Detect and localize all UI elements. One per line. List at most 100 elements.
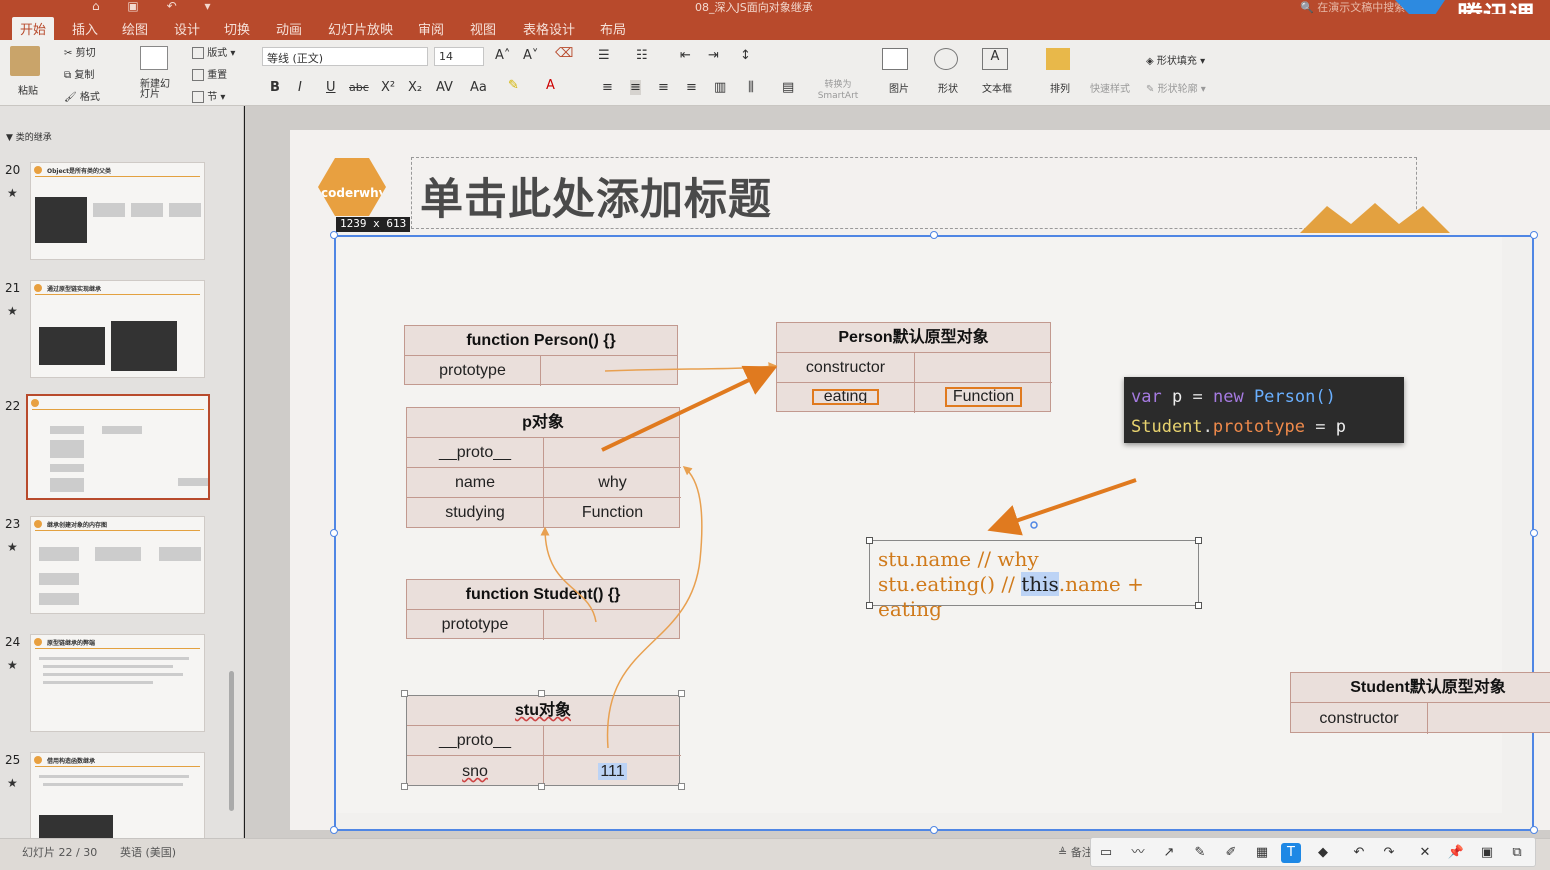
slide-thumbnail-selected[interactable] xyxy=(26,394,210,500)
textbox-icon[interactable]: A xyxy=(982,48,1008,70)
copy-icon[interactable]: ⧉ xyxy=(1512,845,1522,860)
resize-handle[interactable] xyxy=(538,783,545,790)
thumbnail-scrollbar[interactable] xyxy=(229,671,234,811)
resize-handle[interactable] xyxy=(1195,602,1202,609)
char-spacing-icon[interactable]: AV xyxy=(436,80,453,95)
highlighter-tool-icon[interactable]: ✐ xyxy=(1225,845,1237,860)
tab-layout[interactable]: 布局 xyxy=(600,23,627,38)
change-case-icon[interactable]: Aa xyxy=(470,80,487,95)
slide-thumbnail[interactable]: 借用构造函数继承 xyxy=(30,752,205,843)
resize-handle[interactable] xyxy=(1530,231,1538,239)
paste-icon[interactable] xyxy=(10,46,40,76)
redo-icon[interactable]: ↷ xyxy=(1383,845,1395,860)
arrange-icon[interactable] xyxy=(1046,48,1070,70)
arrow-tool-icon[interactable]: ↗ xyxy=(1163,845,1175,860)
quick-styles-button[interactable]: 快速样式 xyxy=(1090,84,1130,95)
highlight-icon[interactable]: ✎ xyxy=(508,78,519,93)
text-direction-icon[interactable]: ⫼ xyxy=(748,80,754,95)
save-icon[interactable]: ▣ xyxy=(1480,845,1494,860)
tab-animations[interactable]: 动画 xyxy=(276,23,303,38)
line-spacing-icon[interactable]: ↕ xyxy=(740,48,751,63)
resize-handle[interactable] xyxy=(1530,529,1538,537)
font-name-select[interactable]: 等线 (正文) xyxy=(262,47,428,66)
resize-handle[interactable] xyxy=(678,690,685,697)
tab-home[interactable]: 开始 xyxy=(12,17,55,43)
align-right-icon[interactable]: ≡ xyxy=(658,80,669,95)
columns-icon[interactable]: ▥ xyxy=(714,80,727,95)
numbering-icon[interactable]: ☷ xyxy=(636,48,648,63)
new-slide-icon[interactable] xyxy=(140,46,168,70)
shape-icon[interactable] xyxy=(934,48,958,70)
stu-object-table[interactable]: stu对象 __proto__ sno 111 xyxy=(406,695,681,787)
superscript-icon[interactable]: X² xyxy=(381,80,396,95)
pencil-tool-icon[interactable]: ✎ xyxy=(1194,845,1206,860)
search-field[interactable]: 🔍 在演示文稿中搜索 xyxy=(1300,1,1406,14)
resize-handle[interactable] xyxy=(538,690,545,697)
slide-thumbnail[interactable]: Object是所有类的父类 xyxy=(30,162,205,260)
undo-icon[interactable]: ↶ xyxy=(1353,845,1365,860)
resize-handle[interactable] xyxy=(678,783,685,790)
quick-access-icons[interactable]: ⌂ ▣ ↶ ▾ xyxy=(92,0,223,13)
align-left-icon[interactable]: ≡ xyxy=(602,80,613,95)
tab-draw[interactable]: 绘图 xyxy=(122,23,149,38)
strikethrough-icon[interactable]: abc xyxy=(349,81,369,94)
indent-icon[interactable]: ⇥ xyxy=(708,48,719,63)
tab-slideshow[interactable]: 幻灯片放映 xyxy=(328,23,394,38)
tab-view[interactable]: 视图 xyxy=(470,23,497,38)
layout-button[interactable]: 版式 ▾ xyxy=(192,44,235,59)
resize-handle[interactable] xyxy=(1195,537,1202,544)
reset-button[interactable]: 重置 xyxy=(192,66,227,81)
eraser-tool-icon[interactable]: ◆ xyxy=(1318,845,1328,860)
copy-button[interactable]: ⧉ 复制 xyxy=(64,66,94,81)
close-icon[interactable]: ✕ xyxy=(1419,845,1431,860)
rectangle-tool-icon[interactable]: ▭ xyxy=(1099,845,1113,860)
subscript-icon[interactable]: X₂ xyxy=(408,80,423,95)
grow-font-icon[interactable]: A˄ xyxy=(495,48,511,63)
font-size-select[interactable]: 14 xyxy=(434,47,484,66)
resize-handle[interactable] xyxy=(1530,826,1538,834)
shape-fill-button[interactable]: ◈ 形状填充 ▾ xyxy=(1146,56,1206,67)
resize-handle[interactable] xyxy=(866,602,873,609)
mosaic-tool-icon[interactable]: ▦ xyxy=(1255,845,1269,860)
resize-handle[interactable] xyxy=(930,826,938,834)
font-color-icon[interactable]: A xyxy=(546,78,555,93)
student-function-table[interactable]: function Student() {} prototype xyxy=(406,579,680,640)
shape-outline-button[interactable]: ✎ 形状轮廓 ▾ xyxy=(1146,84,1206,95)
slide-title[interactable]: 单击此处添加标题 xyxy=(420,175,772,225)
person-prototype-table[interactable]: Person默认原型对象 constructor eating Function xyxy=(776,322,1052,413)
slide-thumbnail[interactable]: 原型链继承的弊端 xyxy=(30,634,205,732)
tab-design[interactable]: 设计 xyxy=(174,23,201,38)
notes-button[interactable]: ≜ 备注 xyxy=(1058,846,1093,859)
convert-smartart-button[interactable]: 转换为SmartArt xyxy=(817,80,859,101)
align-text-icon[interactable]: ▤ xyxy=(782,80,795,95)
annotation-textbox[interactable]: stu.name // why stu.eating() // this.nam… xyxy=(869,540,1199,621)
resize-handle[interactable] xyxy=(330,231,338,239)
tab-transitions[interactable]: 切换 xyxy=(224,23,251,38)
slide-thumbnail[interactable]: 通过原型链实现继承 xyxy=(30,280,205,378)
bold-icon[interactable]: B xyxy=(270,80,280,95)
text-tool-icon[interactable]: T xyxy=(1281,843,1301,863)
resize-handle[interactable] xyxy=(866,537,873,544)
italic-icon[interactable]: I xyxy=(298,80,302,95)
align-center-icon[interactable]: ≡ xyxy=(630,80,641,95)
resize-handle[interactable] xyxy=(401,783,408,790)
tab-insert[interactable]: 插入 xyxy=(72,23,99,38)
outdent-icon[interactable]: ⇤ xyxy=(680,48,691,63)
bullets-icon[interactable]: ☰ xyxy=(598,48,610,63)
resize-handle[interactable] xyxy=(330,529,338,537)
tab-table-design[interactable]: 表格设计 xyxy=(523,23,576,38)
resize-handle[interactable] xyxy=(930,231,938,239)
shrink-font-icon[interactable]: A˅ xyxy=(523,48,539,63)
format-painter-button[interactable]: 🖌 格式 xyxy=(64,88,100,103)
p-object-table[interactable]: p对象 __proto__ name why studying Function xyxy=(406,407,681,528)
tab-review[interactable]: 审阅 xyxy=(418,23,445,38)
student-prototype-table[interactable]: Student默认原型对象 constructor xyxy=(1290,672,1550,734)
section-button[interactable]: 节 ▾ xyxy=(192,88,225,103)
picture-icon[interactable] xyxy=(882,48,908,70)
cut-button[interactable]: ✂ 剪切 xyxy=(64,44,96,59)
resize-handle[interactable] xyxy=(401,690,408,697)
resize-handle[interactable] xyxy=(330,826,338,834)
underline-icon[interactable]: U xyxy=(326,80,336,95)
clear-format-icon[interactable]: ⌫ xyxy=(555,46,574,61)
justify-icon[interactable]: ≡ xyxy=(686,80,697,95)
